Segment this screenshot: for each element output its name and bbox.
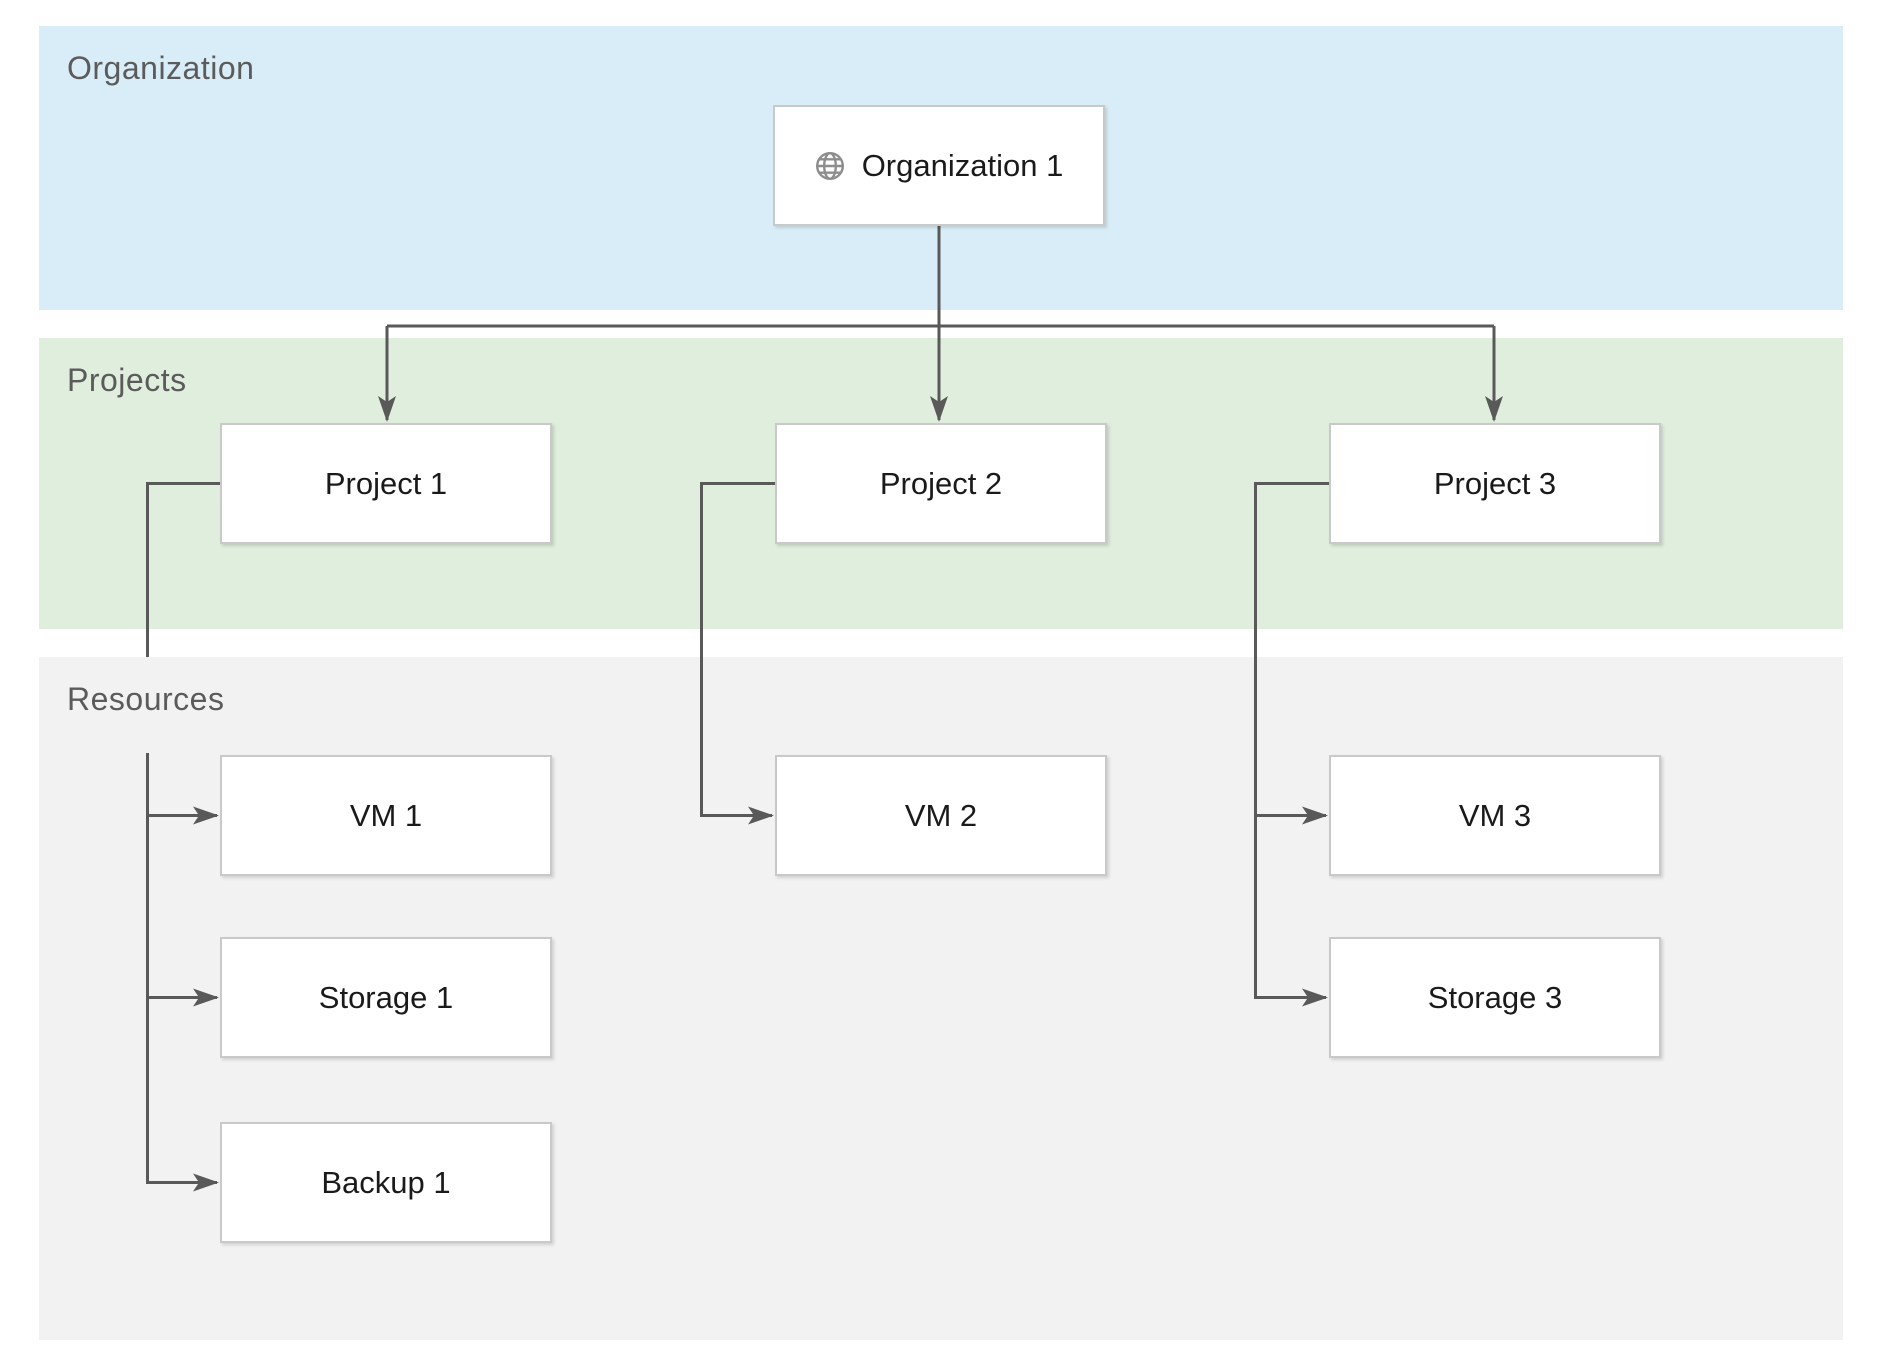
band-organization-label: Organization	[67, 50, 255, 86]
node-vm2: VM 2	[775, 755, 1107, 876]
node-vm3-label: VM 3	[1458, 797, 1532, 833]
band-resources-label: Resources	[67, 681, 225, 717]
node-storage1: Storage 1	[220, 937, 552, 1058]
node-organization1-label: Organization 1	[861, 147, 1064, 183]
band-projects-label: Projects	[67, 362, 187, 398]
node-vm1: VM 1	[220, 755, 552, 876]
node-project1-label: Project 1	[324, 465, 448, 501]
node-vm3: VM 3	[1329, 755, 1661, 876]
node-storage3: Storage 3	[1329, 937, 1661, 1058]
globe-icon	[815, 151, 844, 180]
node-storage1-label: Storage 1	[318, 979, 454, 1015]
node-backup1: Backup 1	[220, 1122, 552, 1243]
node-vm1-label: VM 1	[349, 797, 423, 833]
node-vm2-label: VM 2	[904, 797, 978, 833]
node-project3-label: Project 3	[1433, 465, 1557, 501]
node-project2-label: Project 2	[879, 465, 1003, 501]
node-project1: Project 1	[220, 423, 552, 544]
node-backup1-label: Backup 1	[321, 1164, 451, 1200]
node-storage3-label: Storage 3	[1427, 979, 1563, 1015]
node-project3: Project 3	[1329, 423, 1661, 544]
node-project2: Project 2	[775, 423, 1107, 544]
node-organization1: Organization 1	[773, 105, 1105, 226]
